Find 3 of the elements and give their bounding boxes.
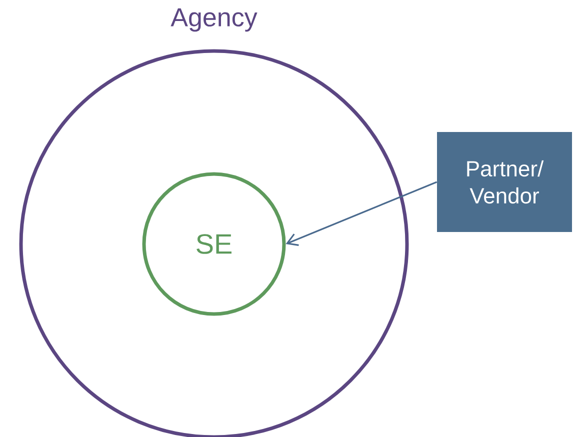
arrow <box>286 181 438 246</box>
label-box: Partner/ Vendor <box>437 132 572 232</box>
circle-heading: Agency <box>170 8 258 32</box>
